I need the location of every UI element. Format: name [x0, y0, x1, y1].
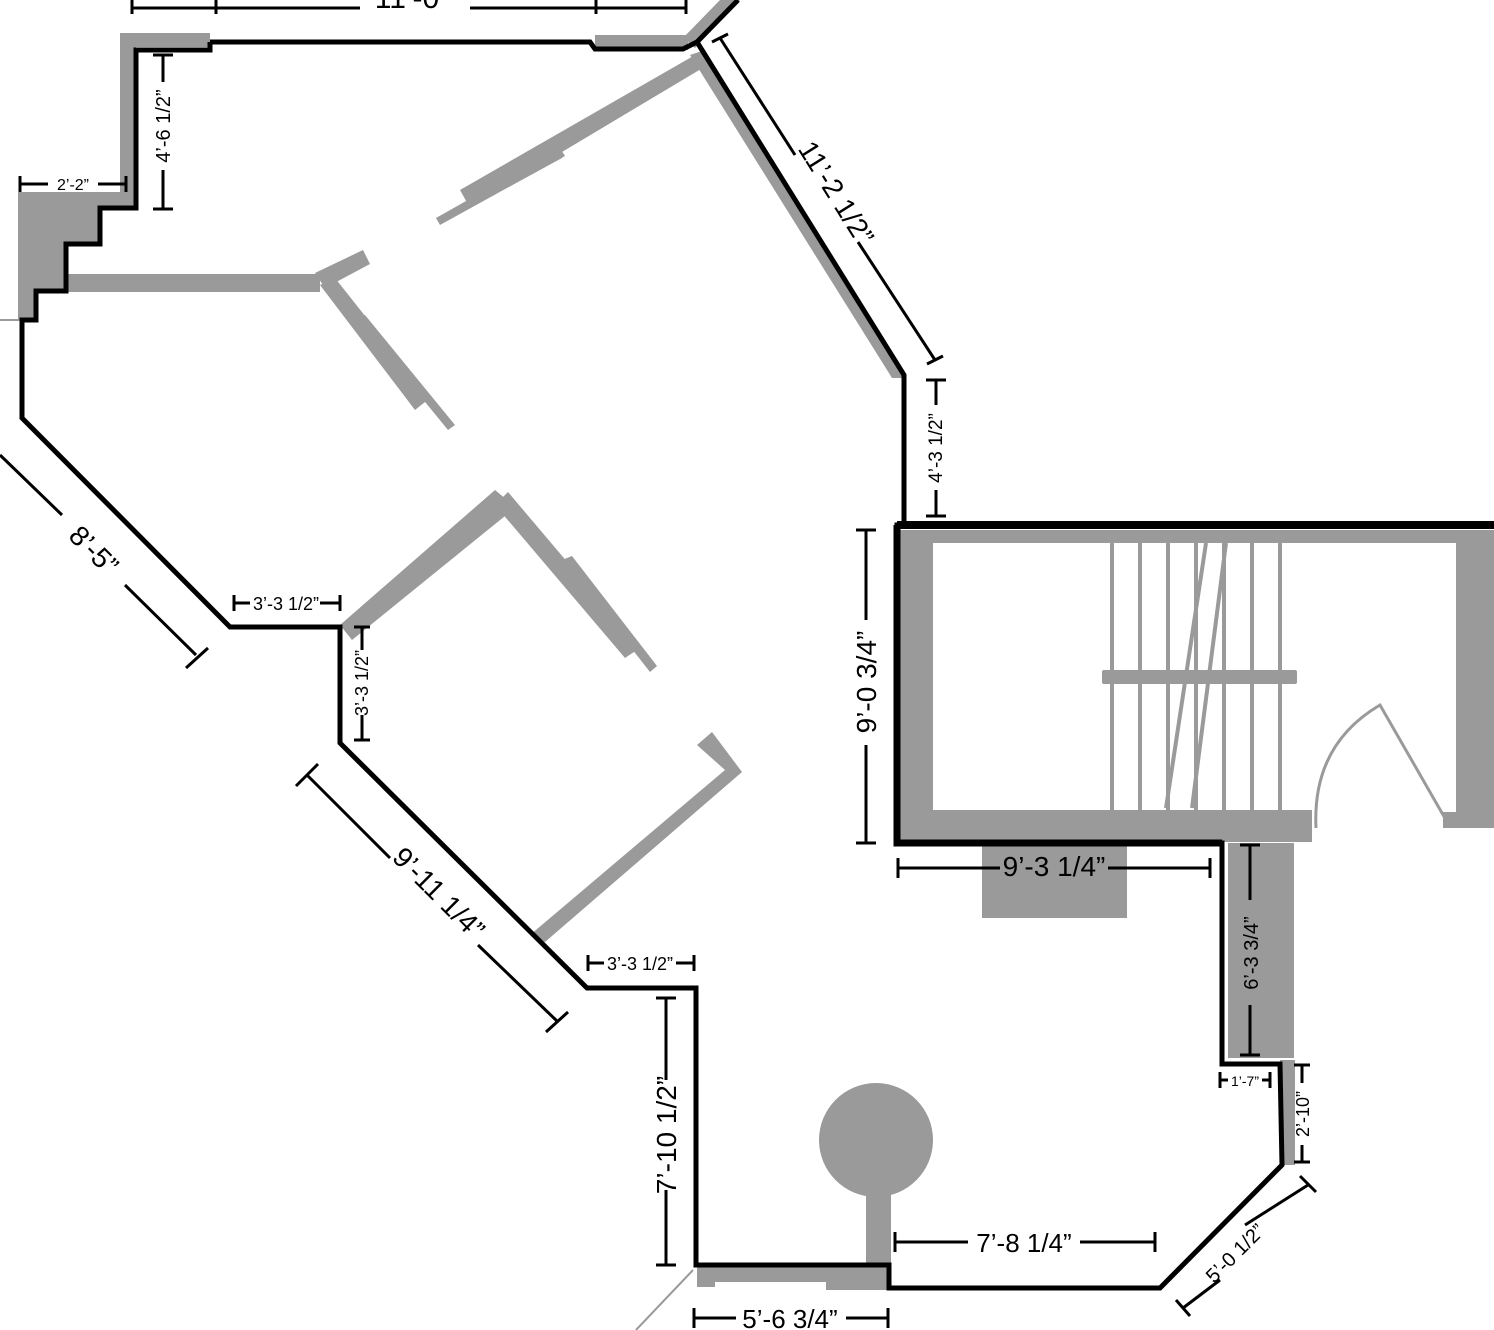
- dim-diagonal-left-label: 8’-5”: [63, 520, 125, 582]
- dim-top-label: 11’-0”: [375, 0, 449, 15]
- dim-stair-bottom-label: 9’-3 1/4”: [1003, 851, 1106, 882]
- closet-right-thin: [562, 556, 657, 672]
- top-right-wall-shade: [595, 35, 688, 50]
- round-column: [819, 1083, 933, 1197]
- partition-diagonal-thin: [436, 148, 565, 225]
- dim-left-small-label: 2’-2”: [57, 177, 89, 194]
- corridor-shade: [1228, 843, 1294, 1058]
- diag-wall-top-right: [694, 40, 907, 525]
- door-leaf-left-thin: [358, 315, 455, 430]
- closet-right-wall: [495, 492, 640, 658]
- stair-top-wall-shade: [900, 530, 1456, 543]
- walls: [19, 0, 1494, 1291]
- column-stem: [866, 1190, 891, 1272]
- stair-right-foot: [1443, 812, 1494, 828]
- bottom-edge-line: [635, 1269, 694, 1330]
- dim-bottom-middle-label: 7’-8 1/4”: [976, 1228, 1071, 1258]
- dim-small-jog-label: 1’-7”: [1231, 1073, 1259, 1089]
- stair-left-wall-shade: [900, 530, 933, 842]
- dim-diagonal-lower-left-label: 9’-11 1/4”: [387, 841, 491, 945]
- stair-treads: [1110, 542, 1282, 810]
- stair-right-wall-shade: [1456, 530, 1494, 828]
- stair-landing-bar: [1102, 670, 1297, 684]
- partition-lower-diag: [530, 732, 742, 942]
- dim-top-left-vertical-label: 4’-6 1/2”: [153, 89, 175, 162]
- closet-left-wall: [340, 490, 510, 640]
- dim-bottom-left-vertical-label: 7’-10 1/2”: [651, 1076, 682, 1194]
- dim-bottom-left-label: 5’-6 3/4”: [742, 1304, 837, 1330]
- dim-stair-height-label: 9’-0 3/4”: [851, 631, 882, 734]
- top-left-step-wall: [19, 42, 1494, 1291]
- dimension-lines: [0, 0, 1318, 1328]
- door-leaf-left: [320, 278, 430, 410]
- partition-wall-left: [62, 274, 320, 292]
- dim-left-step-label: 3’-3 1/2”: [253, 594, 319, 614]
- gray-fixtures: [18, 0, 1494, 1290]
- top-wall: [210, 0, 740, 52]
- dim-lower-step-label: 3’-3 1/2”: [607, 954, 673, 974]
- bottom-wall-shade: [697, 1265, 890, 1290]
- dim-left-step-vertical-label: 3’-3 1/2”: [352, 650, 372, 716]
- stair-enclosure-left: [893, 525, 1222, 847]
- door-swing-arc: [1314, 702, 1448, 829]
- stair-bottom-shade: [930, 810, 1312, 842]
- dim-corridor-vertical-label: 6’-3 3/4”: [1241, 916, 1263, 989]
- dim-bottom-right-diagonal-label: 5’-0 1/2”: [1202, 1220, 1269, 1287]
- dimension-labels: 11’-0” 4’-6 1/2” 2’-2” 11’-2 1/2” 4’-3 1…: [57, 0, 1313, 1330]
- dim-right-vertical-upper-label: 4’-3 1/2”: [926, 413, 947, 483]
- partition-slant-upper: [315, 250, 370, 288]
- storage-block: [982, 843, 1127, 918]
- dim-small-vertical-label: 2’-10”: [1293, 1091, 1313, 1137]
- diag-wall-shade: [690, 50, 905, 378]
